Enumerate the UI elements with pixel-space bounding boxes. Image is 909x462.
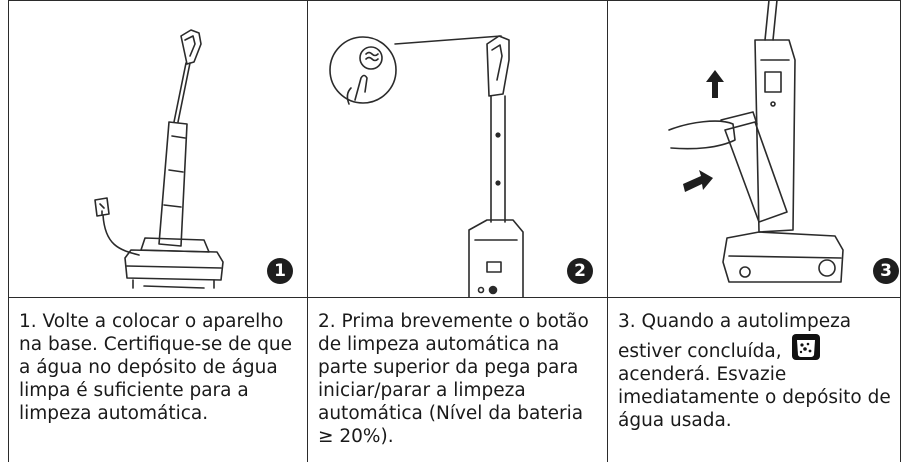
step-1-caption: 1. Volte a colocar o aparelho na base. C… (19, 310, 303, 425)
step-1-number-badge: 1 (267, 258, 293, 284)
step-1-text: 1. Volte a colocar o aparelho na base. C… (19, 311, 293, 424)
illustration-row (9, 0, 900, 298)
dirty-water-tank-icon (792, 334, 821, 360)
step-3-text: 3. Quando a autolimpeza estiver concluíd… (618, 310, 896, 432)
step-2-illustration: 2 (309, 0, 607, 298)
step-3-illustration: 3 (609, 0, 901, 298)
column-divider (307, 0, 308, 462)
instruction-table: 1 (8, 0, 901, 462)
step-3-text-after: acenderá. Esvazie imediatamente o depósi… (618, 364, 891, 431)
vacuum-on-base-drawing (94, 29, 224, 289)
column-divider (607, 0, 608, 462)
step-2-caption: 2. Prima brevemente o botão de limpeza a… (318, 310, 602, 448)
step-3-number-badge: 3 (873, 258, 899, 284)
remove-tank-drawing (668, 0, 844, 283)
step-3-caption: 3. Quando a autolimpeza estiver concluíd… (618, 310, 896, 432)
step-1-illustration: 1 (9, 0, 307, 298)
step-2-text: 2. Prima brevemente o botão de limpeza a… (318, 311, 589, 447)
step-3-text-before: 3. Quando a autolimpeza estiver concluíd… (618, 311, 852, 362)
handle-button-drawing (329, 35, 524, 298)
step-2-number-badge: 2 (567, 258, 593, 284)
